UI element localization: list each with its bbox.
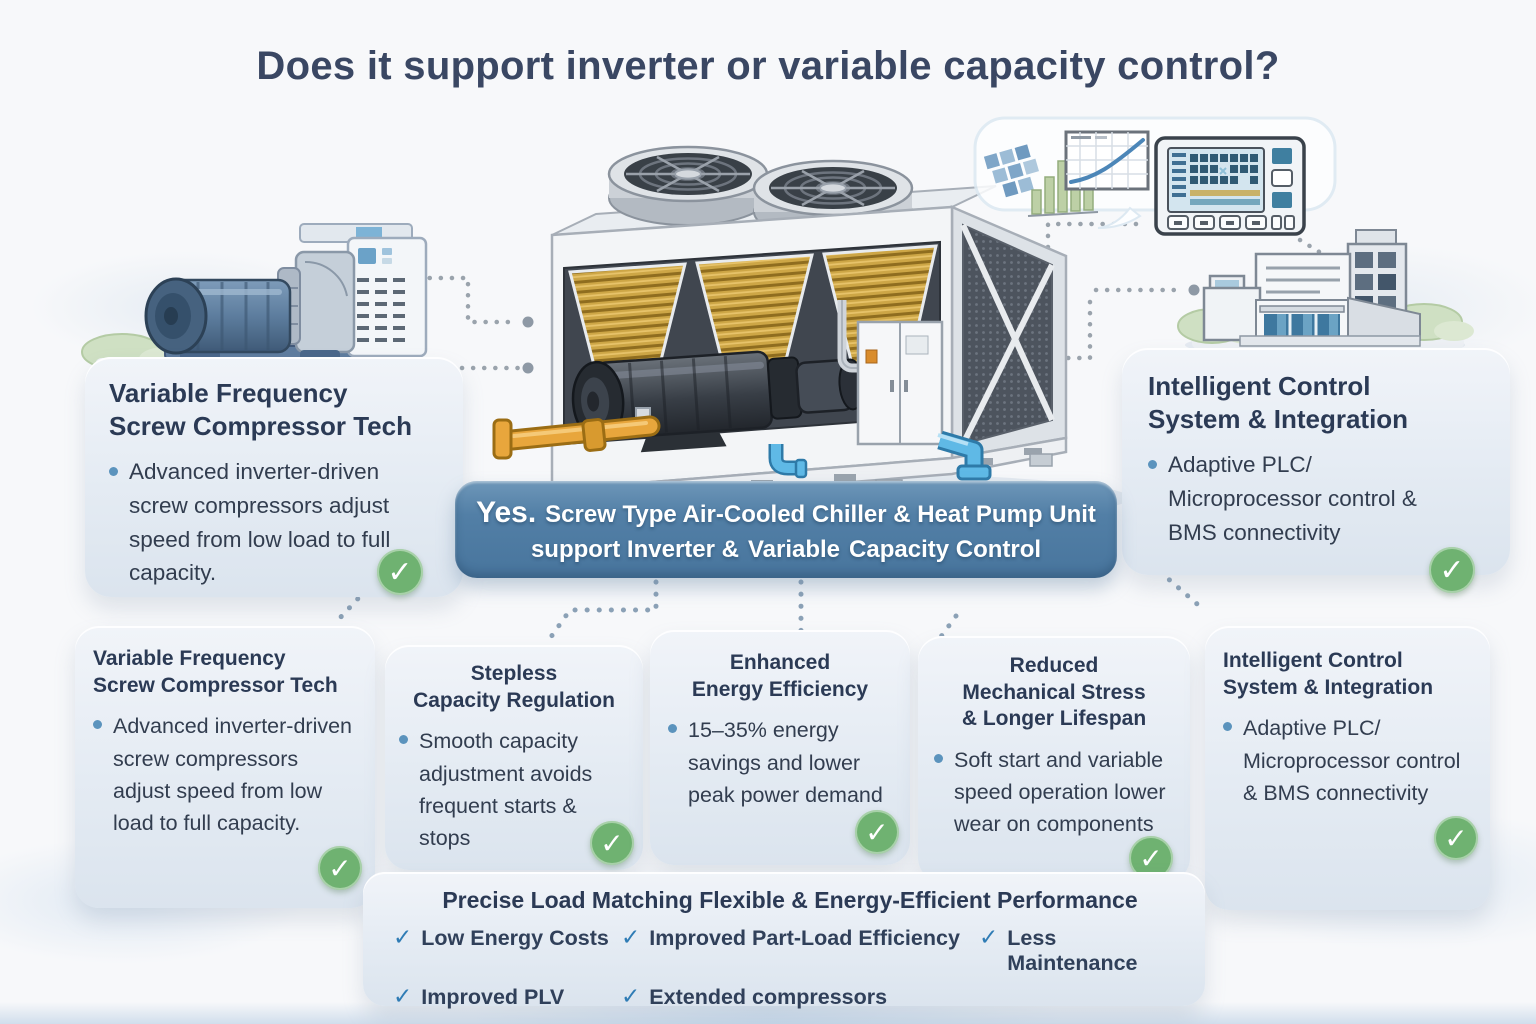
check-circle-icon: ✓ [318, 846, 362, 890]
page-title: Does it support inverter or variable cap… [256, 44, 1280, 88]
benefit-bullet: Adaptive PLC/ Microprocessor control & B… [1223, 712, 1472, 809]
benefit-box-intelligent-control: Intelligent Control System & Integration… [1205, 626, 1490, 910]
summary-item-label: Improved Part-Load Efficiency [649, 926, 960, 950]
fan-icon [607, 145, 769, 226]
bullet-dot-icon [934, 753, 943, 763]
dotted-connectors [349, 221, 1345, 371]
hmi-panel-icon [1154, 136, 1306, 236]
bullet-text: Adaptive PLC/ Microprocessor control & B… [1168, 452, 1417, 545]
banner-text-2a: support Inverter & [530, 535, 739, 563]
summary-item: ✓ Improved PLV [393, 983, 621, 1010]
banner-line-1: Yes. Screw Type Air-Cooled Chiller & Hea… [476, 494, 1096, 532]
monitoring-illustration [973, 116, 1337, 236]
check-glyph: ✓ [1444, 822, 1468, 854]
summary-item: ✓ Extended compressors [621, 983, 979, 1010]
benefit-title: Enhanced Energy Efficiency [691, 651, 869, 701]
bullet-dot-icon [668, 724, 677, 734]
check-glyph: ✓ [1439, 553, 1465, 587]
check-icon: ✓ [393, 924, 413, 950]
bullet-dot-icon [1148, 460, 1157, 470]
summary-item: ✓ Less Maintenance [979, 924, 1187, 976]
callout-intelligent-control: Intelligent Control System & Integration… [1122, 348, 1510, 593]
mosaic-icon [983, 144, 1039, 198]
benefit-title: Stepless Capacity Regulation [413, 662, 615, 712]
summary-item-label: Less Maintenance [1007, 926, 1138, 975]
bullet-text: Adaptive PLC/ Microprocessor control & B… [1243, 716, 1461, 805]
check-circle-icon: ✓ [377, 549, 423, 595]
summary-title: Precise Load Matching Flexible & Energy-… [442, 887, 1138, 913]
check-icon: ✓ [393, 983, 413, 1009]
check-glyph: ✓ [865, 816, 889, 848]
check-icon: ✓ [979, 924, 999, 950]
check-glyph: ✓ [387, 555, 413, 589]
bullet-dot-icon [93, 720, 102, 730]
check-glyph: ✓ [1139, 842, 1163, 874]
screw-compressor-illustration [81, 223, 428, 372]
summary-item: ✓ Low Energy Costs [393, 924, 621, 976]
check-circle-icon: ✓ [855, 810, 899, 854]
benefit-box-variable-frequency: Variable Frequency Screw Compressor Tech… [75, 626, 375, 908]
benefit-box-stepless-regulation: Stepless Capacity Regulation Smooth capa… [385, 645, 643, 870]
summary-banner: Precise Load Matching Flexible & Energy-… [363, 872, 1205, 1009]
check-circle-icon: ✓ [1434, 816, 1478, 860]
check-icon: ✓ [621, 983, 641, 1009]
benefit-title: Variable Frequency Screw Compressor Tech [93, 647, 338, 697]
connector-arrow-dots [522, 284, 1200, 374]
banner-line-2: support Inverter & Variable Capacity Con… [531, 535, 1041, 565]
bullet-text: Smooth capacity adjustment avoids freque… [419, 729, 593, 851]
check-circle-icon: ✓ [590, 821, 634, 865]
callout-bullet: Adaptive PLC/ Microprocessor control & B… [1148, 448, 1484, 549]
banner-yes: Yes. [476, 496, 537, 530]
banner-text-2c: Capacity Control [849, 535, 1042, 563]
benefit-title: Intelligent Control System & Integration [1223, 649, 1434, 699]
callout-title: Variable Frequency Screw Compressor Tech [109, 378, 412, 442]
summary-item: ✓ Improved Part-Load Efficiency [621, 924, 979, 976]
callout-title: Intelligent Control System & Integration [1148, 371, 1409, 435]
benefit-box-reduced-stress: Reduced Mechanical Stress & Longer Lifes… [918, 636, 1190, 882]
benefit-title: Reduced Mechanical Stress & Longer Lifes… [961, 654, 1147, 731]
benefit-bullet: Soft start and variable speed operation … [934, 744, 1174, 841]
compressor-cylinder [571, 350, 865, 453]
callout-variable-frequency: Variable Frequency Screw Compressor Tech… [85, 357, 463, 597]
check-glyph: ✓ [328, 852, 352, 884]
summary-items: ✓ Low Energy Costs ✓ Improved Part-Load … [393, 924, 1187, 1010]
check-icon: ✓ [621, 924, 641, 950]
bullet-text: Advanced inverter-driven screw compresso… [129, 459, 391, 586]
bullet-dot-icon [1223, 722, 1232, 732]
bar-chart-icon [1027, 160, 1099, 217]
building-illustration [1177, 229, 1474, 349]
bullet-dot-icon [399, 735, 408, 745]
benefit-bullet: Advanced inverter-driven screw compresso… [93, 710, 357, 839]
check-glyph: ✓ [600, 827, 624, 859]
blue-pipe [768, 430, 992, 481]
callout-bullet: Advanced inverter-driven screw compresso… [109, 455, 439, 590]
bullet-text: Soft start and variable speed operation … [954, 747, 1166, 837]
bullet-text: Advanced inverter-driven screw compresso… [113, 714, 353, 836]
summary-item-label: Extended compressors [649, 985, 888, 1009]
line-chart-icon [1064, 130, 1150, 191]
banner-text-2b: Variable [747, 535, 841, 563]
fan-icon [752, 159, 914, 240]
summary-item-label: Low Energy Costs [421, 926, 609, 950]
answer-banner: Yes. Screw Type Air-Cooled Chiller & Hea… [455, 481, 1117, 578]
bullet-text: 15–35% energy savings and lower peak pow… [688, 718, 883, 807]
benefit-box-energy-efficiency: Enhanced Energy Efficiency 15–35% energy… [650, 630, 910, 865]
summary-item-label: Improved PLV [421, 985, 565, 1009]
benefit-bullet: 15–35% energy savings and lower peak pow… [668, 714, 892, 811]
check-circle-icon: ✓ [1429, 547, 1475, 593]
chiller-illustration [492, 145, 1068, 517]
banner-text-1: Screw Type Air-Cooled Chiller & Heat Pum… [545, 501, 1096, 529]
bullet-dot-icon [109, 467, 118, 477]
benefit-bullet: Smooth capacity adjustment avoids freque… [399, 725, 629, 854]
orange-pipe [492, 407, 661, 460]
